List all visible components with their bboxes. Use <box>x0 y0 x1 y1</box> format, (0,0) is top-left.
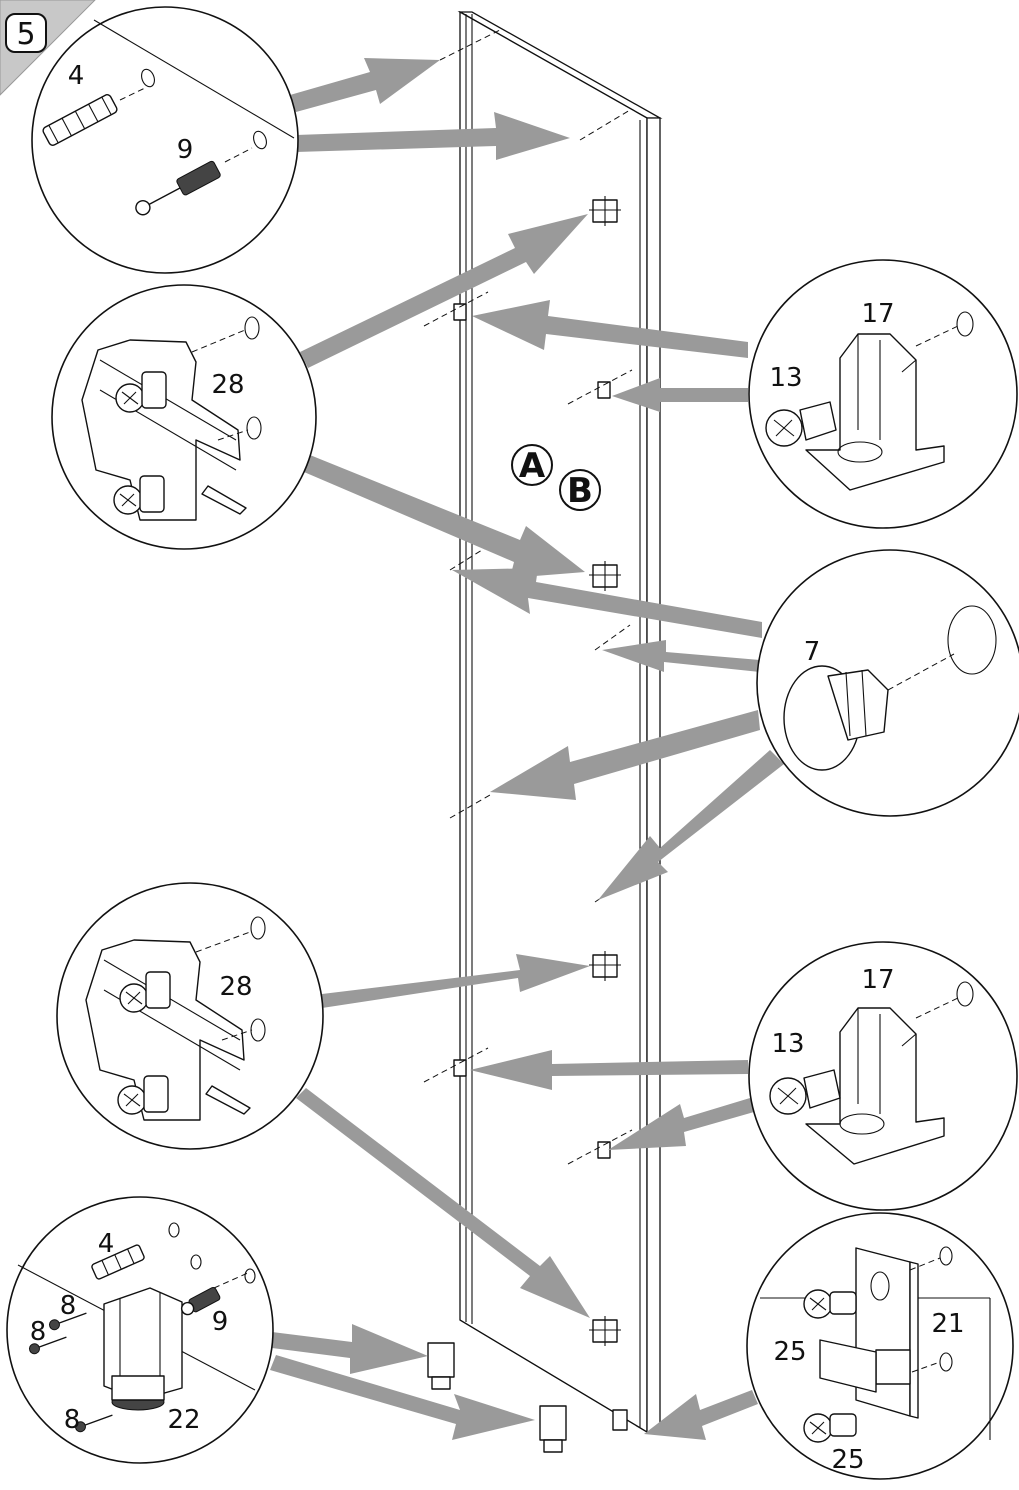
panel-label-a-text: A <box>519 446 546 486</box>
part-label-screw-8-b: 8 <box>30 1317 47 1347</box>
support-clip-1 <box>423 291 489 327</box>
connector-9-bottom <box>180 1286 221 1316</box>
arrow-foot-a <box>272 1324 428 1374</box>
arrow-hinge-upper-b <box>304 455 585 578</box>
cam-screw-part <box>135 160 221 216</box>
hinge-plate-upper <box>589 196 621 226</box>
arrow-screw-top <box>296 112 570 160</box>
callout-cap: 7 <box>756 549 1019 817</box>
dowel-part-bottom <box>91 1244 145 1280</box>
screw-icon <box>115 371 167 413</box>
screw-8-b <box>28 1336 67 1355</box>
part-label-screw-8-a: 8 <box>60 1291 77 1321</box>
screw-25-bottom <box>803 1413 857 1443</box>
panel-label-b-text: B <box>567 471 593 511</box>
part-label-support-upper: 17 <box>861 299 894 329</box>
part-label-screw-lower: 13 <box>771 1029 804 1059</box>
part-label-screw-upper: 13 <box>769 363 802 393</box>
part-label-cap: 7 <box>804 637 821 667</box>
hinge-plate-bottom <box>589 1316 621 1346</box>
support-clip-4 <box>567 1129 633 1165</box>
part-label-dowel-bottom: 4 <box>98 1229 115 1259</box>
hinge-part-upper <box>81 339 247 521</box>
arrow-support-upper-a <box>472 300 748 358</box>
leg-22-part <box>103 1287 183 1411</box>
callout-hinge-upper: 28 <box>51 284 317 550</box>
support-clip-2 <box>567 369 633 405</box>
arrow-cap-d <box>598 750 784 900</box>
callout-hinge-lower: 28 <box>56 882 324 1150</box>
bracket-21-part <box>819 1247 919 1419</box>
part-label-hinge-upper: 28 <box>211 370 244 400</box>
screw-icon <box>113 475 165 515</box>
part-label-screw-8-c: 8 <box>64 1405 81 1435</box>
callout-support-upper: 17 13 <box>748 259 1018 529</box>
part-label-leg: 22 <box>167 1405 200 1435</box>
screw-icon <box>119 971 171 1013</box>
arrow-cap-a <box>452 568 762 638</box>
screw-8-c <box>74 1414 113 1433</box>
hinge-plate-mid <box>589 561 621 591</box>
callout-support-lower: 17 13 <box>748 941 1018 1211</box>
arrow-hinge-upper-a <box>300 214 588 368</box>
hinge-part-lower <box>85 939 251 1121</box>
screw-icon <box>117 1075 169 1115</box>
arrow-dowel-top <box>290 58 440 112</box>
bracket-small <box>612 1409 628 1431</box>
part-label-support-lower: 17 <box>861 965 894 995</box>
step-badge: 5 <box>0 0 96 96</box>
pointer-arrows <box>270 58 784 1440</box>
part-label-connector-bottom: 9 <box>212 1307 229 1337</box>
arrow-cap-c <box>490 710 760 800</box>
part-label-connector-top: 9 <box>177 135 194 165</box>
callout-foot-assembly: 4 8 8 8 9 22 <box>6 1196 274 1464</box>
part-label-dowel-top: 4 <box>68 61 85 91</box>
callout-bracket: 25 21 25 <box>746 1212 1014 1480</box>
screw-25-top <box>803 1289 857 1319</box>
hinge-plate-low <box>589 951 621 981</box>
callout-dowel-screw-top: 4 9 <box>31 6 299 274</box>
panel-label-b: B <box>559 469 601 511</box>
step-number: 5 <box>16 17 35 52</box>
arrow-support-upper-b <box>612 378 748 412</box>
arrow-hinge-lower-a <box>322 954 590 1008</box>
screw-8-a <box>48 1312 87 1331</box>
arrow-foot-b <box>270 1355 535 1440</box>
arrow-bracket <box>644 1390 758 1440</box>
arrow-cap-b <box>602 640 760 672</box>
part-label-screw-25-top: 25 <box>773 1337 806 1367</box>
screw-13-lower <box>769 1069 841 1115</box>
panel-label-a: A <box>511 444 553 486</box>
support-clip-3 <box>423 1047 489 1083</box>
arrow-support-lower-a <box>470 1050 748 1090</box>
panel-hardware <box>423 29 633 1453</box>
foot-leg-right <box>539 1405 567 1453</box>
part-label-screw-25-bottom: 25 <box>831 1445 864 1475</box>
part-label-hinge-lower: 28 <box>219 972 252 1002</box>
arrow-support-lower-b <box>608 1098 754 1150</box>
screw-13-upper <box>765 401 837 447</box>
arrow-hinge-lower-b <box>296 1088 590 1318</box>
foot-leg-left <box>427 1342 455 1390</box>
part-label-bracket: 21 <box>931 1309 964 1339</box>
dowel-part <box>42 94 118 146</box>
